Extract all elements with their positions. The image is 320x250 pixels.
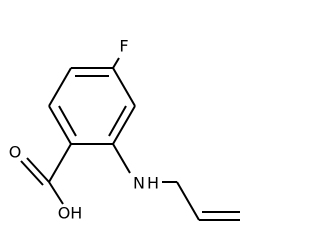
carboxylic-acid-group: O OH bbox=[9, 143, 83, 223]
amine-hydrogen-label: H bbox=[147, 174, 159, 193]
benzene-ring bbox=[48, 67, 136, 145]
bond-c-o-double-2 bbox=[20, 160, 44, 186]
bond-ring-carboxyl bbox=[48, 143, 72, 183]
ring-inner-bond-right bbox=[108, 105, 127, 137]
structure-diagram: F O OH N H bbox=[9, 37, 240, 223]
fluorine-atom-label: F bbox=[119, 37, 128, 56]
carbonyl-oxygen-label: O bbox=[9, 143, 22, 162]
fluoro-group: F bbox=[112, 37, 129, 69]
ring-bond-right-lower bbox=[112, 105, 136, 145]
nitrogen-atom-label: N bbox=[133, 174, 145, 193]
ring-inner-bond-left bbox=[58, 105, 77, 137]
allylamino-group: N H bbox=[112, 143, 240, 221]
bond-c-o-double-1 bbox=[26, 157, 50, 183]
ring-bond-right-upper bbox=[112, 67, 136, 107]
ring-bond-left-upper bbox=[48, 67, 72, 107]
bond-c-oh bbox=[48, 181, 64, 205]
hydroxyl-label: OH bbox=[58, 204, 83, 223]
ring-bond-left-lower bbox=[48, 105, 72, 145]
bond-ring-n bbox=[112, 143, 131, 174]
bond-c-f bbox=[112, 57, 120, 69]
bond-ch2-ch bbox=[176, 181, 200, 221]
